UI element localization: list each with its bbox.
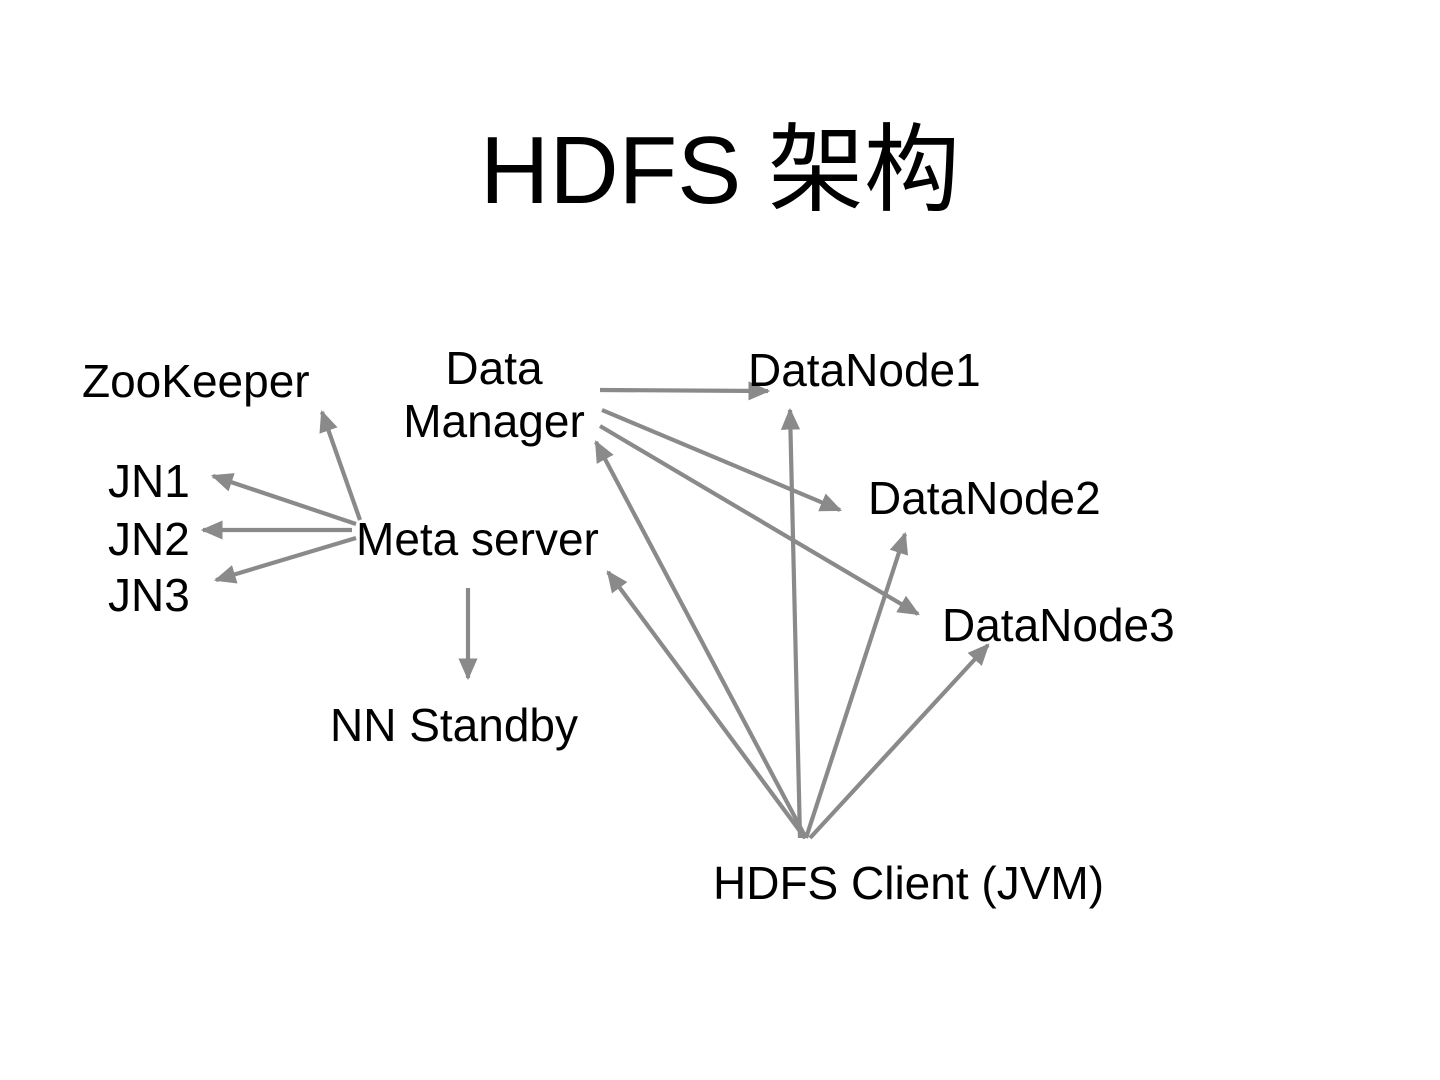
edge-manager-to-datanode1 [599,381,771,401]
edge-meta-to-zookeeper [319,409,362,521]
node-jn1: JN1 [108,455,190,507]
node-nn-standby: NN Standby [330,699,579,751]
node-meta-server: Meta server [356,513,599,565]
edge-client-to-datanode3 [808,643,990,840]
edge-client-to-manager [594,440,808,839]
edge-client-to-datanode2 [804,531,909,839]
edge-client-to-datanode1 [780,407,803,839]
page-title: HDFS 架构 [480,117,960,224]
node-zookeeper: ZooKeeper [82,355,310,407]
node-jn2: JN2 [108,513,190,565]
node-hdfs-client: HDFS Client (JVM) [713,857,1105,909]
edge-meta-to-jn1 [210,473,357,526]
node-datanode3: DataNode3 [942,599,1175,651]
node-jn3: JN3 [108,569,190,621]
node-datanode1: DataNode1 [748,344,981,396]
edge-client-to-meta [606,570,807,840]
edge-meta-to-jn3 [213,535,357,584]
node-datanode2: DataNode2 [868,472,1101,524]
node-data-manager: Data Manager [403,342,585,447]
edge-manager-to-datanode2 [601,408,843,512]
